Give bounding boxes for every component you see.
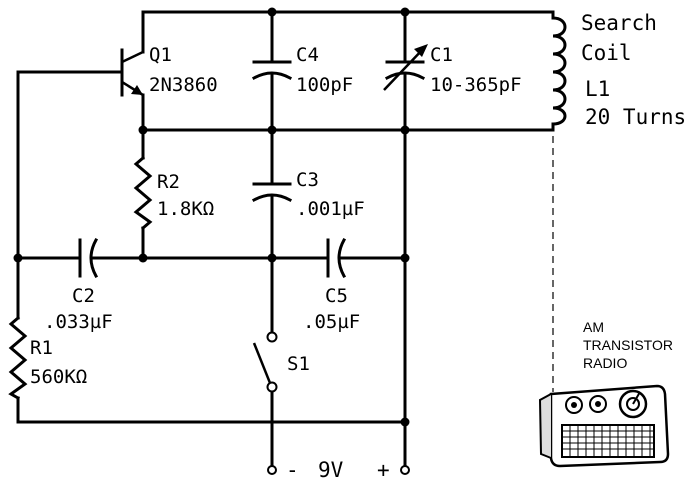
q1-base-wire — [16, 70, 124, 260]
battery-minus-label: - — [286, 458, 299, 482]
radio-tuning-pointer — [632, 391, 641, 405]
c4-value-label: 100pF — [296, 74, 353, 96]
c1-plate-curved — [384, 71, 426, 81]
radio-knob-left-center — [571, 402, 577, 408]
c5-value-label: .05µF — [303, 311, 360, 333]
junction-dot — [267, 7, 277, 17]
junction-dot — [400, 253, 410, 263]
l1-ref-label: L1 — [585, 77, 610, 101]
c4-plate-curved — [251, 71, 293, 81]
radio-knob-mid-center — [595, 401, 601, 407]
c1-variable-capacitor-symbol — [383, 44, 428, 91]
junction-dot — [138, 125, 148, 135]
c2-ref-label: C2 — [72, 285, 95, 307]
q1-collector-lead — [121, 50, 144, 64]
s1-contact-top — [266, 331, 278, 343]
r2-resistor-symbol — [133, 155, 153, 231]
radio-label-line3: RADIO — [583, 355, 627, 371]
battery-plus-label: + — [377, 458, 390, 482]
radio-grille-lines — [562, 425, 654, 457]
c4-ref-label: C4 — [296, 44, 319, 66]
s1-contact-bottom — [266, 381, 278, 393]
l1-coil-inductor-symbol — [551, 16, 567, 126]
battery-positive-terminal — [400, 465, 410, 475]
junction-dot — [267, 253, 277, 263]
c1-variable-arrow-icon — [414, 44, 428, 57]
q1-transistor-symbol — [120, 48, 144, 97]
c5-plate-curved — [337, 237, 347, 279]
c1-ref-label: C1 — [430, 44, 453, 66]
c3-ref-label: C3 — [296, 169, 319, 191]
c2-value-label: .033µF — [44, 311, 113, 333]
r1-ref-label: R1 — [30, 337, 53, 359]
c3-plate-curved — [251, 193, 293, 203]
s1-ref-label: S1 — [287, 353, 310, 375]
junction-dot — [400, 125, 410, 135]
r2-value-label: 1.8KΩ — [157, 198, 214, 220]
junction-dot — [138, 253, 148, 263]
battery-voltage-label: 9V — [318, 458, 344, 482]
c1-variable-arrow-line — [383, 47, 425, 91]
c1-value-label: 10-365pF — [430, 74, 522, 96]
q1-part-label: 2N3860 — [149, 74, 218, 96]
s1-switch-lever — [252, 342, 272, 384]
battery-negative-terminal — [267, 465, 277, 475]
l1-title-line2: Coil — [581, 41, 632, 65]
radio-icon — [538, 384, 670, 468]
wires — [16, 10, 555, 468]
c2-plate-curved — [89, 237, 99, 279]
q1-emitter-arrow-icon — [131, 85, 143, 95]
junction-dot — [400, 7, 410, 17]
c2-capacitor-symbol — [78, 237, 99, 279]
junction-dot — [13, 253, 23, 263]
radio-label-line2: TRANSISTOR — [583, 337, 673, 353]
c5-capacitor-symbol — [326, 237, 347, 279]
r2-ref-label: R2 — [157, 171, 180, 193]
l1-title-line1: Search — [581, 11, 657, 35]
l1-turns-label: 20 Turns — [585, 105, 686, 129]
c3-capacitor-symbol — [251, 182, 293, 203]
c5-ref-label: C5 — [325, 285, 348, 307]
c3-value-label: .001µF — [296, 198, 365, 220]
s1-switch-symbol — [252, 331, 278, 393]
r1-resistor-symbol — [8, 315, 28, 401]
r1-value-label: 560KΩ — [30, 366, 87, 388]
q1-ref-label: Q1 — [149, 44, 172, 66]
junction-dot — [400, 417, 410, 427]
c4-capacitor-symbol — [251, 60, 293, 81]
radio-speaker-grille-icon — [561, 424, 655, 458]
radio-side — [538, 393, 552, 459]
radio-label-line1: AM — [583, 319, 604, 335]
junction-dot — [267, 125, 277, 135]
junctions — [13, 7, 410, 427]
